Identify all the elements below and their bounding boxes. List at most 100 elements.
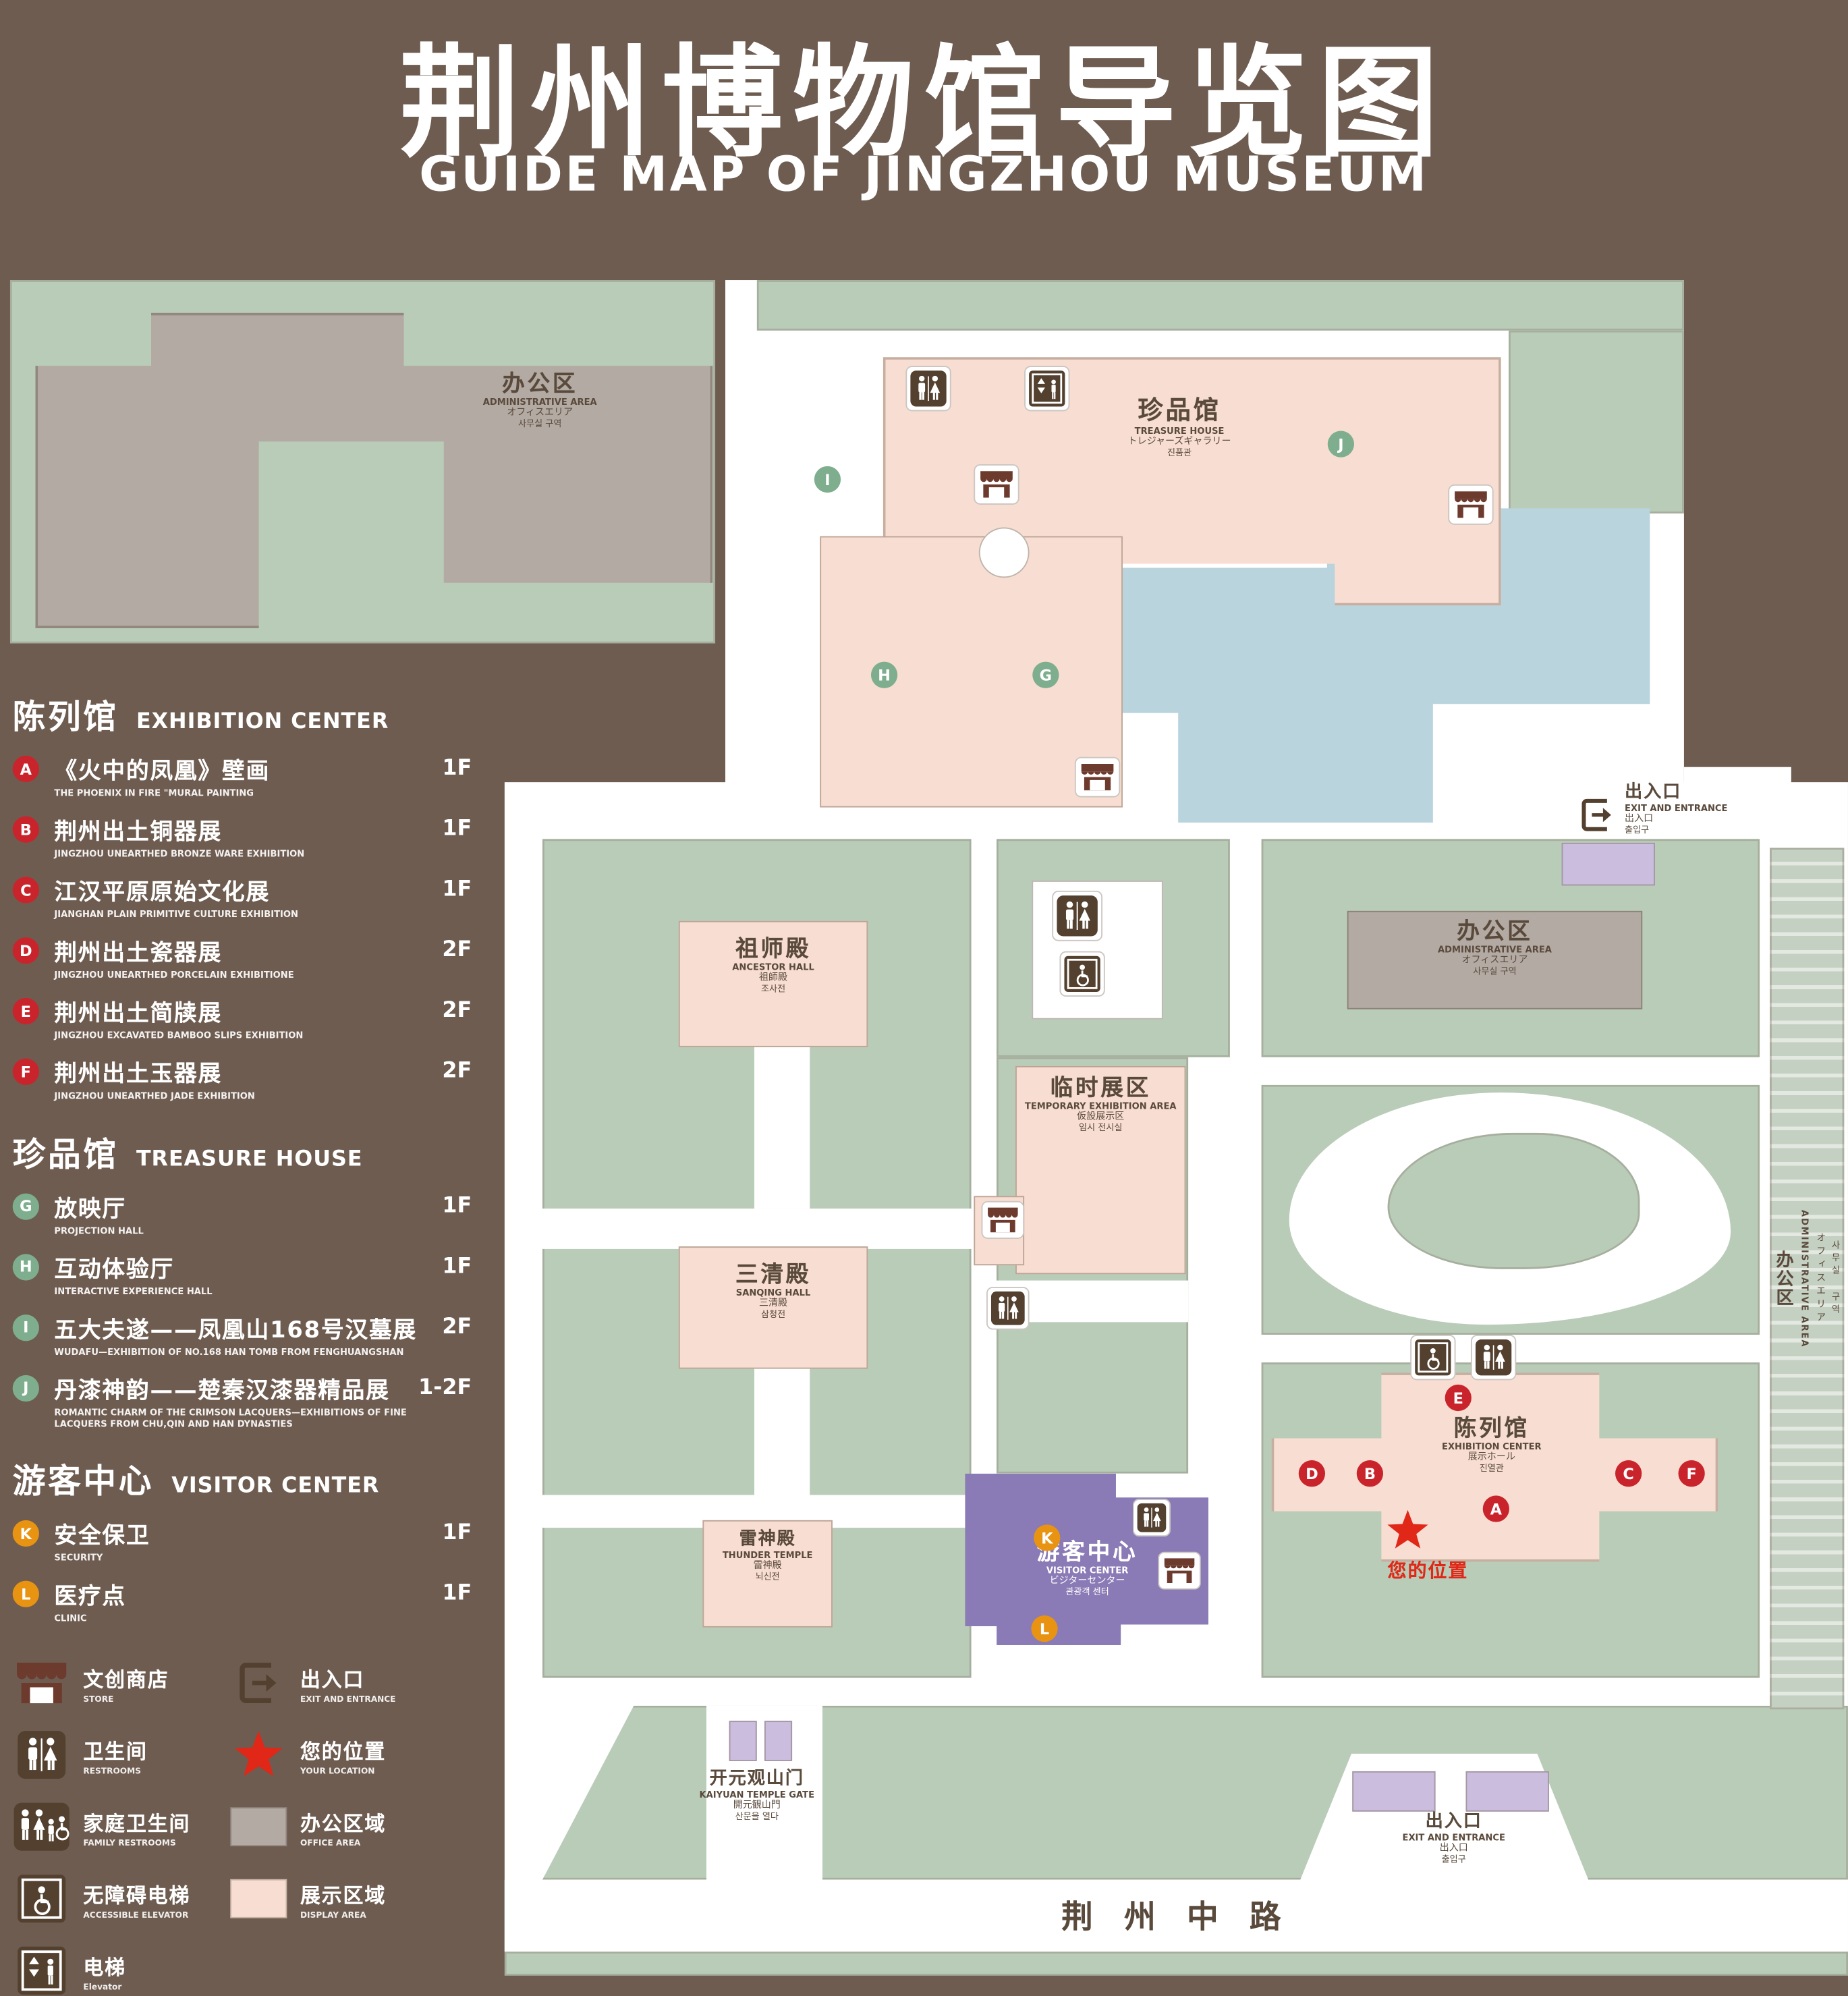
thunder-temple-building	[702, 1520, 833, 1628]
your-location-text: 您的位置	[1387, 1559, 1469, 1582]
map-label-en: KAIYUAN TEMPLE GATE	[699, 1790, 815, 1800]
road-label: 荆 州 中 路	[1061, 1898, 1291, 1935]
restrooms-icon	[1052, 890, 1103, 941]
restrooms-icon	[1132, 1499, 1171, 1537]
map-label-ko: 사무실 구역	[1830, 1240, 1841, 1317]
map-label-ko: 삼청전	[760, 1310, 786, 1321]
legend-floor: 1F	[442, 816, 472, 842]
map-marker-d: D	[1298, 1460, 1326, 1487]
gate-kiosk-left	[729, 1721, 757, 1761]
path-temples-1	[542, 1209, 972, 1249]
map-label-zh: 出入口	[1625, 782, 1682, 803]
map-label-ko: 진열관	[1479, 1464, 1504, 1474]
temporary-exhibition-building	[1015, 1065, 1186, 1275]
legend-marker-i: I	[12, 1314, 39, 1341]
map-label-zh: 办公区	[502, 370, 578, 397]
path-sanqing-south	[754, 1368, 810, 1495]
map-label-en: EXHIBITION CENTER	[1442, 1442, 1542, 1453]
store-icon	[13, 1658, 71, 1709]
legend-floor: 1F	[442, 1580, 472, 1607]
legend-floor: 2F	[442, 998, 472, 1024]
map-marker-a: A	[1482, 1495, 1509, 1522]
location-star-icon	[229, 1730, 287, 1781]
map-label-ja: 三清殿	[759, 1297, 788, 1309]
legend-floor: 1F	[442, 877, 472, 903]
map-label-en: TEMPORARY EXHIBITION AREA	[1024, 1101, 1177, 1112]
map-marker-k: K	[1034, 1524, 1061, 1551]
map-label-ja: 雷神殿	[753, 1559, 782, 1571]
map-label-ja: 展示ホール	[1467, 1451, 1515, 1463]
map-label-zh: 办公区	[1457, 918, 1533, 945]
entrance-building-top-right	[1561, 842, 1655, 886]
store-icon	[974, 464, 1019, 505]
your-location-star-icon	[1385, 1509, 1430, 1552]
admin-strip-right	[1770, 848, 1845, 1710]
map-label-ja: 出入口	[1439, 1841, 1468, 1854]
green-strip-top	[756, 280, 1684, 331]
garden-island	[1387, 1132, 1640, 1269]
legend-marker-k: K	[12, 1520, 39, 1547]
map-label-ko: 임시 전시실	[1079, 1123, 1123, 1134]
legend-marker-b: B	[12, 816, 39, 843]
map-marker-e: E	[1445, 1384, 1472, 1412]
exit-icon	[229, 1658, 287, 1709]
map-label-ko: 관광객 센터	[1065, 1587, 1109, 1598]
sanqing-hall-building	[678, 1246, 868, 1369]
legend-floor: 1F	[442, 1253, 472, 1279]
legend-floor: 2F	[442, 937, 472, 964]
map-marker-b: B	[1356, 1460, 1384, 1487]
legend-floor: 1-2F	[418, 1375, 472, 1400]
legend-floor: 1F	[442, 1520, 472, 1546]
map-label-ko: 진품관	[1167, 447, 1192, 458]
legend-floor: 2F	[442, 1314, 472, 1340]
map-label-zh: 三清殿	[735, 1261, 812, 1288]
exit-icon	[1577, 795, 1617, 835]
map-label-zh: 出入口	[1425, 1811, 1482, 1832]
map-label-ja: ビジターセンター	[1049, 1575, 1125, 1586]
exit-kiosk-left	[1352, 1771, 1436, 1812]
map-marker-g: G	[1032, 661, 1059, 688]
map-label-en: EXIT AND ENTRANCE	[1402, 1832, 1505, 1843]
family-restroom-icon	[13, 1802, 71, 1852]
map-label-en: VISITOR CENTER	[1046, 1565, 1129, 1576]
green-strip-below-road	[504, 1951, 1848, 1976]
exit-kiosk-right	[1465, 1771, 1549, 1812]
green-area-pond-north	[1509, 330, 1684, 514]
map-label-en: ANCESTOR HALL	[732, 962, 814, 973]
map-label-ja: 開元観山門	[733, 1798, 781, 1810]
accessible-elevator-icon	[13, 1874, 71, 1924]
page-subtitle: GUIDE MAP OF JINGZHOU MUSEUM	[419, 146, 1429, 202]
road	[504, 1879, 1848, 1952]
map-label-ja: オフィスエリア	[1461, 954, 1528, 966]
map-label-en: ADMINISTRATIVE AREA	[482, 397, 597, 408]
map-label-zh: 雷神殿	[739, 1528, 796, 1549]
map-marker-f: F	[1678, 1460, 1705, 1487]
map-label-ko: 사무실 구역	[1473, 966, 1517, 977]
map-marker-h: H	[870, 661, 898, 688]
